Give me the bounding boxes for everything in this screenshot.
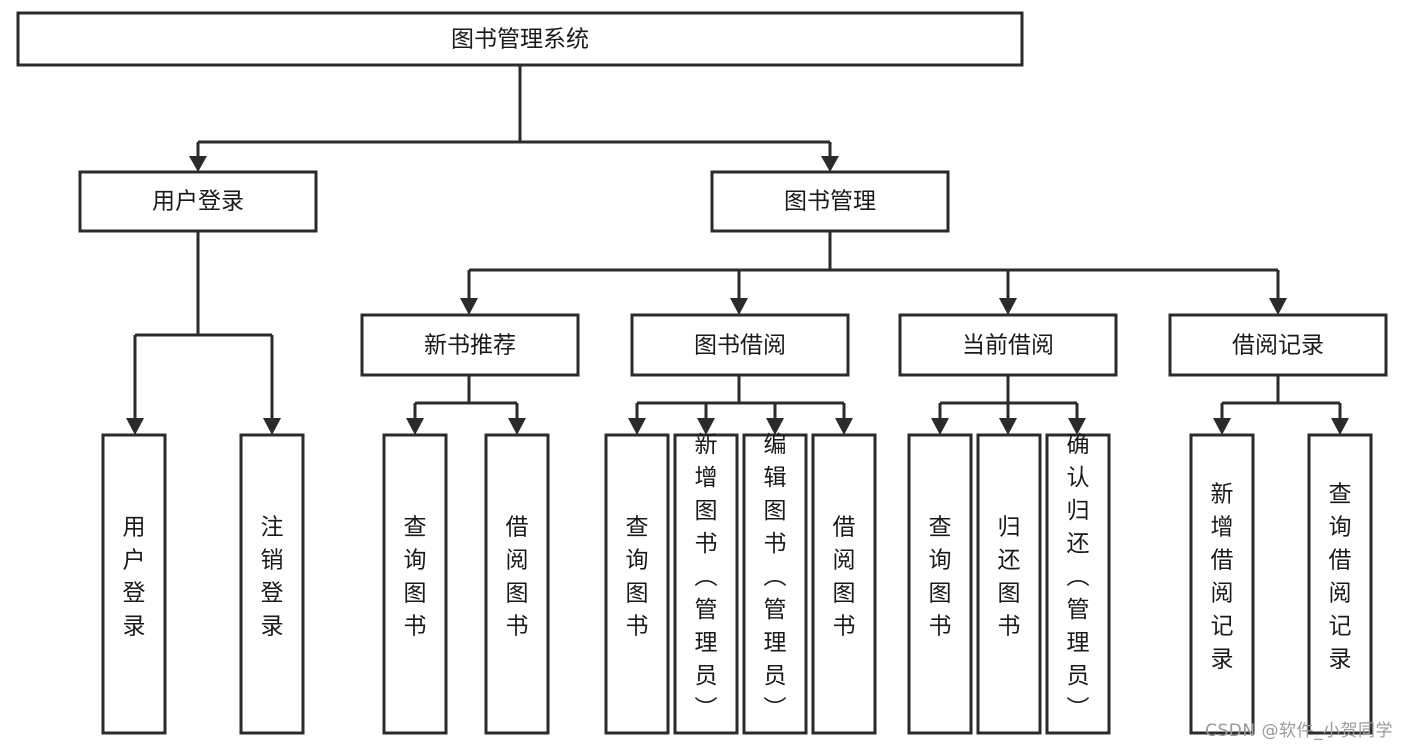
connector-group-book-manage (460, 231, 1287, 315)
leaf-book-borrow-2-label: 新增图书︵管理员︶ (695, 432, 718, 722)
arrow-new-book-leaf-1 (406, 418, 424, 435)
arrow-book-manage-child-2 (730, 298, 748, 315)
node-current-borrow-label: 当前借阅 (962, 333, 1054, 359)
leaf-user-login-1-box[interactable] (101, 433, 167, 735)
leaf-current-borrow-3-box[interactable] (1045, 433, 1111, 735)
leaf-new-book-2[interactable]: 借阅图书 (484, 433, 550, 735)
leaf-new-book-2-label: 借阅图书 (506, 515, 529, 640)
leaf-user-login-2-label: 注销登录 (261, 515, 284, 640)
node-new-book-recommend[interactable]: 新书推荐 (360, 313, 580, 377)
node-book-borrow[interactable]: 图书借阅 (630, 313, 850, 377)
arrow-book-borrow-leaf-2 (697, 418, 715, 435)
connector-group-user-login (126, 231, 281, 435)
leaf-book-borrow-4-box[interactable] (811, 433, 877, 735)
node-current-borrow[interactable]: 当前借阅 (898, 313, 1118, 377)
leaf-new-book-1[interactable]: 查询图书 (382, 433, 448, 735)
node-user-login-box[interactable] (78, 170, 318, 233)
connector-group-book-borrow (628, 375, 853, 435)
leaf-new-book-1-box[interactable] (382, 433, 448, 735)
leaf-book-borrow-1[interactable]: 查询图书 (604, 433, 670, 735)
node-borrow-record-box[interactable] (1168, 313, 1388, 377)
leaf-book-borrow-1-label: 查询图书 (626, 515, 649, 640)
leaf-current-borrow-1[interactable]: 查询图书 (907, 433, 973, 735)
leaf-borrow-record-1-box[interactable] (1189, 433, 1255, 735)
leaf-borrow-record-1-label: 新增借阅记录 (1211, 482, 1234, 673)
leaf-current-borrow-1-label: 查询图书 (929, 515, 952, 640)
node-root-label: 图书管理系统 (451, 27, 589, 53)
leaf-current-borrow-1-box[interactable] (907, 433, 973, 735)
arrow-user-login-leaf-2 (263, 418, 281, 435)
leaf-book-borrow-3-box[interactable] (742, 433, 808, 735)
leaf-user-login-1-label: 用户登录 (123, 515, 146, 640)
leaf-new-book-1-label: 查询图书 (404, 515, 427, 640)
leaf-book-borrow-1-box[interactable] (604, 433, 670, 735)
node-user-login-label: 用户登录 (152, 189, 244, 215)
arrow-borrow-record-leaf-1 (1213, 418, 1231, 435)
connector-group-root (189, 65, 839, 172)
arrow-book-manage-child-1 (460, 298, 478, 315)
leaf-current-borrow-2-label: 归还图书 (998, 515, 1021, 640)
connector-group-new-book (406, 375, 526, 435)
leaf-user-login-2[interactable]: 注销登录 (239, 433, 305, 735)
arrow-borrow-record-leaf-2 (1331, 418, 1349, 435)
node-new-book-recommend-label: 新书推荐 (424, 333, 516, 359)
leaf-borrow-record-1[interactable]: 新增借阅记录 (1189, 433, 1255, 735)
leaf-current-borrow-2[interactable]: 归还图书 (976, 433, 1042, 735)
leaf-book-borrow-4-label: 借阅图书 (833, 515, 856, 640)
leaf-current-borrow-3-label: 确认归还︵管理员︶ (1067, 432, 1090, 722)
arrow-book-borrow-leaf-4 (835, 418, 853, 435)
connector-group-current-borrow (931, 375, 1086, 435)
leaf-book-borrow-3-label: 编辑图书︵管理员︶ (764, 432, 787, 722)
arrow-root-to-book-manage (821, 156, 839, 172)
arrow-current-borrow-leaf-3 (1068, 418, 1086, 435)
node-book-borrow-label: 图书借阅 (694, 333, 786, 359)
leaf-current-borrow-3[interactable]: 确认归还︵管理员︶ (1045, 432, 1111, 735)
arrow-current-borrow-leaf-2 (999, 418, 1017, 435)
leaf-user-login-1[interactable]: 用户登录 (101, 433, 167, 735)
arrow-book-borrow-leaf-1 (628, 418, 646, 435)
leaf-current-borrow-2-box[interactable] (976, 433, 1042, 735)
node-book-manage[interactable]: 图书管理 (710, 170, 950, 233)
node-user-login[interactable]: 用户登录 (78, 170, 318, 233)
arrow-book-manage-child-3 (999, 298, 1017, 315)
leaf-new-book-2-box[interactable] (484, 433, 550, 735)
arrow-new-book-leaf-2 (508, 418, 526, 435)
leaf-book-borrow-4[interactable]: 借阅图书 (811, 433, 877, 735)
node-new-book-recommend-box[interactable] (360, 313, 580, 377)
leaf-book-borrow-2[interactable]: 新增图书︵管理员︶ (673, 432, 739, 735)
arrow-user-login-leaf-1 (126, 418, 144, 435)
node-book-borrow-box[interactable] (630, 313, 850, 377)
node-root[interactable]: 图书管理系统 (16, 11, 1024, 67)
csdn-watermark: CSDN @软件_小贺同学 (1205, 721, 1393, 741)
node-book-manage-label: 图书管理 (784, 189, 876, 215)
leaf-borrow-record-2-box[interactable] (1307, 433, 1373, 735)
node-borrow-record-label: 借阅记录 (1232, 333, 1324, 359)
node-root-box[interactable] (16, 11, 1024, 67)
node-book-manage-box[interactable] (710, 170, 950, 233)
node-borrow-record[interactable]: 借阅记录 (1168, 313, 1388, 377)
leaf-book-borrow-2-box[interactable] (673, 433, 739, 735)
arrow-book-manage-child-4 (1269, 298, 1287, 315)
leaf-book-borrow-3[interactable]: 编辑图书︵管理员︶ (742, 432, 808, 735)
leaf-borrow-record-2-label: 查询借阅记录 (1329, 482, 1352, 673)
leaf-borrow-record-2[interactable]: 查询借阅记录 (1307, 433, 1373, 735)
node-current-borrow-box[interactable] (898, 313, 1118, 377)
arrow-current-borrow-leaf-1 (931, 418, 949, 435)
arrow-root-to-user-login (189, 156, 207, 172)
connector-group-borrow-record (1213, 375, 1349, 435)
leaf-user-login-2-box[interactable] (239, 433, 305, 735)
arrow-book-borrow-leaf-3 (766, 418, 784, 435)
